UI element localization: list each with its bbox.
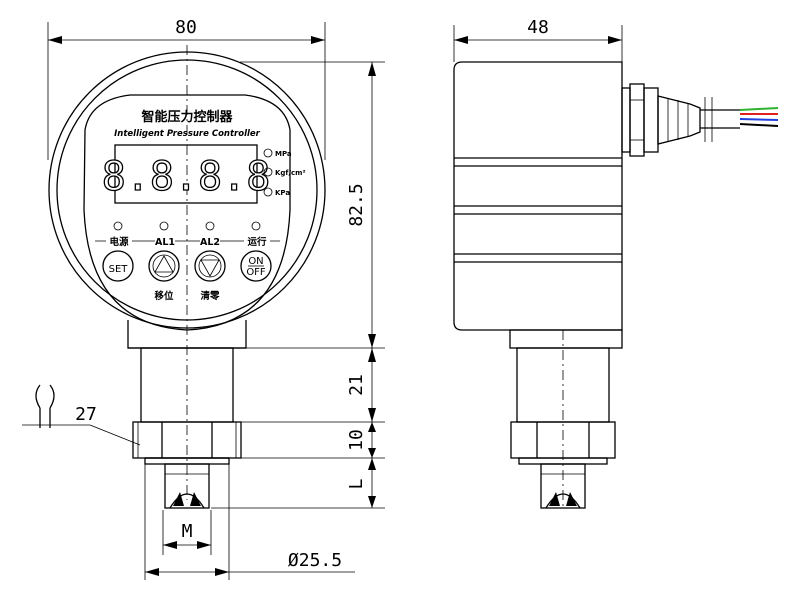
onoff-button[interactable]: ON OFF — [240, 250, 272, 282]
caption-clear: 清零 — [200, 290, 220, 302]
dimension-label-m: M — [182, 521, 193, 542]
led-mpa — [263, 148, 273, 158]
led-kgf — [263, 167, 273, 177]
unit-mpa: MPa — [275, 150, 292, 158]
on-label: ON — [248, 256, 263, 267]
front-view: 80 智能压力控制器 Intelligent Pressure Controll… — [22, 17, 385, 580]
dimension-label-l: L — [346, 478, 367, 489]
led-al2 — [205, 221, 215, 231]
down-triangle-icon — [200, 259, 220, 277]
face-panel — [83, 94, 291, 331]
thread-connector — [164, 463, 210, 509]
cable — [700, 97, 779, 142]
led-power — [113, 221, 123, 231]
label-run: 运行 — [247, 236, 267, 248]
dimension-label-diameter: Ø25.5 — [288, 550, 342, 571]
dimension-width-front: 80 — [47, 17, 326, 160]
cable-gland — [621, 83, 701, 157]
title-en: Intelligent Pressure Controller — [114, 129, 261, 139]
unit-kgf: Kgf/cm² — [275, 169, 306, 177]
dimension-diameter: Ø25.5 — [144, 464, 355, 580]
label-power: 电源 — [109, 236, 129, 248]
set-button-label: SET — [109, 264, 129, 275]
dimension-width-side: 48 — [453, 17, 623, 62]
dimension-thread-m: M — [162, 510, 212, 555]
led-al1 — [159, 221, 169, 231]
set-button[interactable]: SET — [102, 250, 134, 282]
led-display — [114, 144, 258, 204]
wire-black — [739, 123, 779, 127]
label-al1: AL1 — [155, 237, 175, 248]
dimension-label-21: 21 — [346, 374, 367, 396]
unit-indicators: MPa Kgf/cm² KPa — [263, 148, 306, 197]
dimension-label-27: 27 — [75, 404, 97, 425]
led-run — [251, 221, 261, 231]
side-view: 48 — [453, 17, 779, 510]
side-collar — [509, 329, 623, 349]
off-label: OFF — [246, 267, 266, 278]
dimension-label-10: 10 — [346, 429, 367, 451]
caption-shift: 移位 — [154, 290, 174, 302]
dimension-label-82-5: 82.5 — [346, 183, 367, 226]
dimension-label-48: 48 — [527, 17, 549, 38]
display-digits: 8.8.8.8 — [102, 154, 271, 200]
up-triangle-icon — [154, 255, 174, 273]
label-al2: AL2 — [200, 237, 220, 248]
side-body — [453, 61, 623, 331]
title-cn: 智能压力控制器 — [141, 109, 233, 125]
down-button[interactable] — [194, 250, 226, 282]
wire-blue — [739, 118, 779, 121]
wire-green — [739, 107, 779, 111]
unit-kpa: KPa — [275, 189, 290, 197]
vertical-dimensions: 82.5 21 10 L — [211, 61, 385, 509]
dimension-hex-27: 27 — [22, 384, 141, 446]
dimension-label-80: 80 — [175, 17, 197, 38]
up-button[interactable] — [148, 250, 180, 282]
led-kpa — [263, 187, 273, 197]
